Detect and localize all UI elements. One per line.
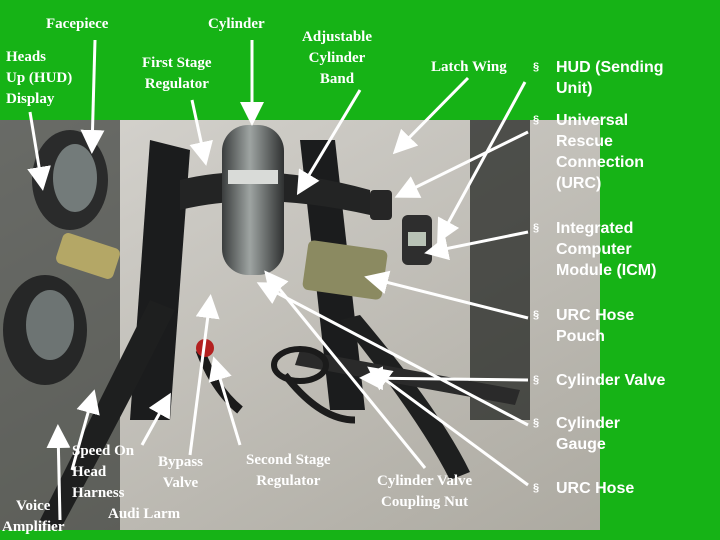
arrow-icm — [424, 230, 529, 261]
label-bypass-valve: Bypass Valve — [158, 454, 204, 491]
arrow-hud — [27, 111, 51, 191]
label-audi-larm: Audi Larm — [108, 506, 181, 522]
arrow-latch-wing — [392, 76, 470, 155]
label-cylinder: Cylinder — [208, 16, 265, 32]
label-heads-up-display: Heads Up (HUD) Display — [6, 49, 73, 107]
bullet-icon: § — [533, 222, 540, 234]
label-latch-wing: Latch Wing — [431, 59, 507, 75]
arrow-speed-on — [140, 392, 171, 446]
arrow-urc-pouch — [364, 270, 529, 320]
arrow-hud-sending — [437, 81, 527, 244]
arrow-second-stage — [208, 356, 242, 446]
label-speed-on: Speed On — [72, 443, 135, 459]
bullet-text: URC Hose — [556, 480, 635, 497]
arrow-coupling-nut — [264, 270, 427, 469]
bullet-text: Cylinder Gauge — [556, 415, 621, 453]
arrow-first-stage — [189, 99, 213, 166]
bullet-icon: § — [533, 309, 540, 321]
label-head-harness: Head Harness — [72, 464, 125, 501]
arrow-urc-hose — [367, 366, 529, 487]
arrow-cylinder-gauge — [256, 282, 529, 427]
bullet-text: URC Hose Pouch — [556, 307, 635, 345]
arrow-cylinder-valve — [359, 366, 529, 391]
label-first-stage-regulator: First Stage Regulator — [142, 55, 212, 92]
bullet-icon: § — [533, 417, 540, 429]
equipment-photo — [0, 120, 720, 530]
arrow-cylinder-band — [296, 89, 362, 196]
bullet-text: Integrated Computer Module (ICM) — [556, 220, 657, 279]
bullet-text: Universal Rescue Connection (URC) — [556, 112, 644, 192]
bullet-icon: § — [533, 374, 540, 386]
bullet-text: HUD (Sending Unit) — [556, 59, 664, 97]
label-adjustable-cylinder-band: Adjustable Cylinder Band — [302, 29, 373, 87]
arrow-head-harness — [70, 389, 100, 471]
arrow-bypass — [188, 294, 220, 456]
bullet-icon: § — [533, 114, 540, 126]
bullet-icon: § — [533, 61, 540, 73]
bullet-icon: § — [533, 482, 540, 494]
arrow-voice-amp — [46, 424, 71, 521]
label-cylinder-valve-coupling-nut: Cylinder Valve Coupling Nut — [377, 473, 473, 510]
label-second-stage-regulator: Second Stage Regulator — [246, 452, 331, 489]
arrow-facepiece — [80, 39, 105, 154]
label-facepiece: Facepiece — [46, 16, 109, 32]
bullet-text: Cylinder Valve — [556, 372, 666, 389]
arrow-urc — [394, 130, 529, 198]
label-voice-amplifier: Voice Amplifier — [2, 498, 65, 535]
